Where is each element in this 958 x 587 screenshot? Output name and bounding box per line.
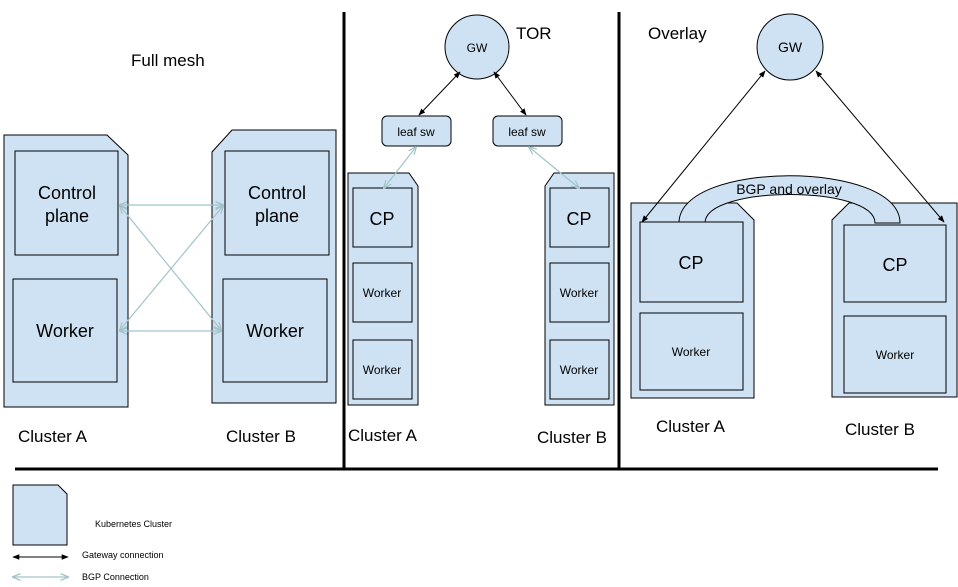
overlay-panel: Overlay GW BGP and overlay CP Worker CP … xyxy=(630,13,958,439)
worker-label: Worker xyxy=(246,321,304,341)
control-plane-box xyxy=(224,150,330,256)
cp-box xyxy=(639,221,744,303)
cp-label-2: plane xyxy=(45,206,89,226)
cp-label: CP xyxy=(369,209,394,229)
leaf-switch-label: leaf sw xyxy=(508,125,546,139)
worker-box xyxy=(12,278,118,383)
full-mesh-panel: Full mesh Control plane Worker Control p… xyxy=(3,51,337,446)
legend-bgp-label: BGP Connection xyxy=(82,572,149,582)
worker-label: Worker xyxy=(560,363,598,377)
cp-box xyxy=(549,187,610,248)
worker-label: Worker xyxy=(36,321,94,341)
bgp-connection xyxy=(384,147,416,188)
cp-label-2: plane xyxy=(255,206,299,226)
bgp-connection xyxy=(120,206,223,330)
leaf-switch-label: leaf sw xyxy=(397,125,435,139)
worker-box xyxy=(222,278,328,383)
worker-box xyxy=(352,339,413,400)
gateway-label: GW xyxy=(778,39,803,55)
legend-cluster-icon xyxy=(12,484,68,546)
legend-gateway-label: Gateway connection xyxy=(82,550,164,560)
worker-label: Worker xyxy=(363,363,401,377)
cluster-a-label: Cluster A xyxy=(348,426,418,445)
cp-box xyxy=(843,224,947,303)
overlay-title: Overlay xyxy=(648,24,707,43)
tor-title: TOR xyxy=(516,24,552,43)
worker-label: Worker xyxy=(876,348,914,362)
worker-box xyxy=(549,339,610,400)
cluster-b-label: Cluster B xyxy=(845,420,915,439)
cp-label-1: Control xyxy=(248,183,306,203)
gateway-node xyxy=(756,13,824,81)
cp-label: CP xyxy=(566,209,591,229)
cp-label: CP xyxy=(882,255,907,275)
worker-box xyxy=(352,262,413,323)
worker-label: Worker xyxy=(560,286,598,300)
tunnel-label: BGP and overlay xyxy=(736,181,842,197)
worker-box xyxy=(549,262,610,323)
cluster-a-label: Cluster A xyxy=(656,417,726,436)
cluster-a-label: Cluster A xyxy=(18,427,88,446)
tor-panel: GW TOR leaf sw leaf sw CP Worker Worker … xyxy=(347,14,615,447)
gateway-label: GW xyxy=(467,41,488,55)
cp-label-1: Control xyxy=(38,183,96,203)
full-mesh-title: Full mesh xyxy=(131,51,205,70)
cluster-b-label: Cluster B xyxy=(226,427,296,446)
worker-box xyxy=(639,312,744,391)
cluster-b-label: Cluster B xyxy=(537,428,607,447)
bgp-connection xyxy=(529,147,579,188)
cp-label: CP xyxy=(678,253,703,273)
worker-box xyxy=(843,315,947,394)
bgp-mesh-connections xyxy=(120,205,223,331)
gateway-connection xyxy=(641,70,766,223)
control-plane-box xyxy=(14,150,119,256)
gateway-connection xyxy=(493,71,527,116)
worker-label: Worker xyxy=(672,345,710,359)
legend: Kubernetes Cluster Gateway connection BG… xyxy=(12,484,172,582)
gateway-node xyxy=(444,14,510,80)
gateway-connection xyxy=(815,70,945,223)
worker-label: Worker xyxy=(363,286,401,300)
gateway-connection xyxy=(418,71,461,116)
legend-cluster-label: Kubernetes Cluster xyxy=(95,519,172,529)
